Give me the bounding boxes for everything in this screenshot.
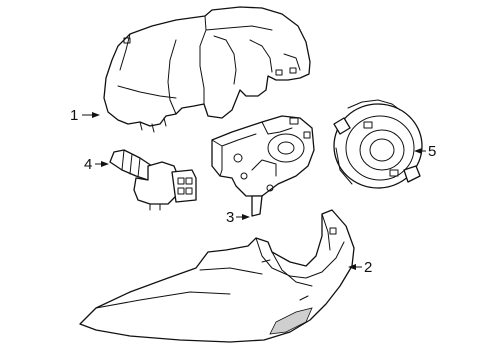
callout-4: 4 (84, 156, 109, 173)
upper-column-shroud (103, 6, 311, 133)
callout-5: 5 (414, 143, 436, 160)
callout-label-5: 5 (428, 143, 436, 160)
callout-label-1: 1 (70, 107, 78, 124)
callout-label-3: 3 (226, 209, 234, 226)
callout-2: 2 (348, 259, 372, 276)
callout-label-4: 4 (84, 156, 92, 173)
callout-label-2: 2 (364, 259, 372, 276)
ignition-lock-housing (211, 115, 315, 217)
callout-3: 3 (226, 209, 250, 226)
callout-1: 1 (70, 107, 100, 124)
multifunction-switch (109, 149, 197, 211)
clock-spring (333, 99, 423, 189)
lower-column-shroud (79, 209, 355, 343)
